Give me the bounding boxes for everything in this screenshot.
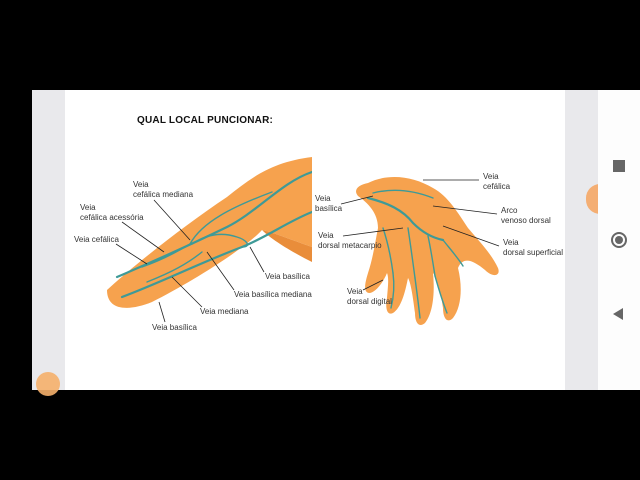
square-icon[interactable] (609, 156, 629, 176)
label-veia-cefalica-mediana-1: Veia (133, 180, 149, 189)
label-veia-mediana: Veia mediana (200, 307, 249, 316)
label-hand-cefalica-2: cefálica (483, 182, 511, 191)
circle-icon[interactable] (609, 230, 629, 250)
arrow-basilica-upper (250, 247, 264, 272)
page-title: QUAL LOCAL PUNCIONAR: (137, 115, 273, 126)
arrow-basilica-lower (159, 302, 165, 322)
label-hand-basilica-2: basílica (315, 204, 343, 213)
label-veia-basilica-mediana: Veia basílica mediana (234, 290, 312, 299)
label-hand-dorsal-digital-1: Veia (347, 287, 363, 296)
arrow-cefalica-acessoria (122, 222, 164, 252)
hand-veins-illustration: Veia basílica Veia cefálica Arco venoso … (313, 168, 563, 330)
label-veia-cefalica-mediana-2: cefálica mediana (133, 190, 194, 199)
label-hand-arco-2: venoso dorsal (501, 216, 551, 225)
label-hand-basilica-1: Veia (315, 194, 331, 203)
label-hand-dorsal-metacarpio-2: dorsal metacarpio (318, 241, 382, 250)
document-page: QUAL LOCAL PUNCIONAR: Veia cefálica medi… (65, 90, 565, 390)
label-veia-cefalica-acessoria-1: Veia (80, 203, 96, 212)
triangle-icon[interactable] (609, 304, 629, 324)
label-veia-cefalica-acessoria-2: cefálica acessória (80, 213, 144, 222)
arm-veins-illustration: Veia cefálica mediana Veia cefálica aces… (72, 152, 312, 338)
label-veia-cefalica: Veia cefálica (74, 235, 119, 244)
label-hand-cefalica-1: Veia (483, 172, 499, 181)
label-hand-dorsal-digital-2: dorsal digital (347, 297, 392, 306)
edit-floating-button[interactable] (36, 372, 60, 396)
label-veia-basilica-upper: Veia basílica (265, 272, 310, 281)
label-veia-basilica-lower: Veia basílica (152, 323, 197, 332)
arrow-cefalica-mediana (154, 200, 190, 240)
label-hand-dorsal-metacarpio-1: Veia (318, 231, 334, 240)
label-hand-dorsal-superficial-1: Veia (503, 238, 519, 247)
arrow-cefalica (116, 244, 147, 264)
label-hand-dorsal-superficial-2: dorsal superficial (503, 248, 563, 257)
label-hand-arco-1: Arco (501, 206, 518, 215)
navigation-bar (598, 90, 640, 390)
